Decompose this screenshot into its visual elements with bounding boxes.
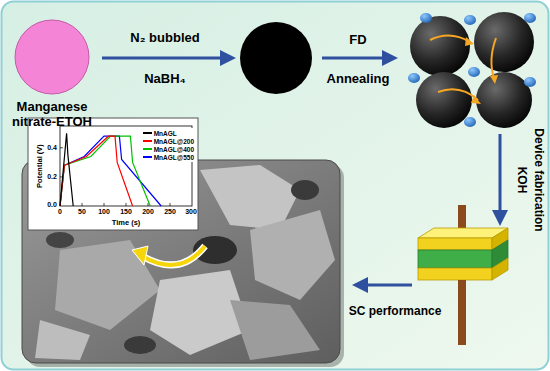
current-collector — [492, 258, 508, 280]
nanodot — [524, 13, 536, 23]
step-label: NaBH₄ — [144, 72, 186, 87]
curve — [60, 136, 150, 206]
tick-label: 100 — [98, 208, 110, 216]
legend-swatch — [143, 156, 152, 158]
curve — [60, 133, 73, 206]
legend-swatch — [143, 148, 152, 150]
curve-arrow — [430, 35, 470, 42]
arrow-head — [492, 210, 508, 226]
legend-swatch — [143, 132, 152, 134]
nanodot — [464, 117, 476, 127]
nanodot — [468, 67, 480, 77]
arrow-line — [499, 134, 502, 212]
sem-particle — [55, 240, 160, 330]
nanodot — [464, 15, 476, 25]
black-particle — [240, 22, 312, 94]
tick-label: 0.4 — [47, 144, 57, 152]
arrow-head — [490, 75, 498, 84]
current-collector — [418, 238, 492, 250]
tick — [82, 203, 83, 206]
tick — [104, 203, 105, 206]
sem-particle — [250, 210, 335, 300]
tick-label: 0.0 — [47, 201, 57, 209]
step-label: FD — [349, 33, 366, 48]
chart-box — [28, 118, 198, 230]
arrow-head — [352, 277, 368, 293]
flow-arrows — [430, 35, 496, 100]
nanodot — [420, 13, 432, 23]
sem-pore — [46, 232, 74, 248]
nanodot — [408, 73, 420, 83]
sphere — [410, 16, 470, 76]
arrow-line — [322, 57, 384, 60]
circle-shape — [15, 20, 89, 94]
legend-entry: MnAGL@550 — [143, 153, 194, 161]
axis-title: Potential (V) — [36, 144, 45, 188]
tick — [148, 203, 149, 206]
curve-arrow — [491, 38, 496, 78]
node-label: Manganese nitrate-ETOH — [2, 100, 102, 130]
legend-swatch — [143, 140, 152, 142]
arrow-line — [102, 57, 222, 60]
arrow-head — [465, 37, 474, 46]
legend-entry: MnAGL@200 — [143, 137, 194, 145]
callout-arrow-outline — [142, 246, 205, 265]
sphere — [474, 12, 534, 72]
sphere — [416, 72, 472, 128]
flow-arrow-heads — [465, 37, 498, 104]
tick-label: 150 — [120, 208, 132, 216]
tick-label: 200 — [142, 208, 154, 216]
callout-arrow-head — [132, 246, 148, 265]
precursor-circle: Manganese nitrate-ETOH — [2, 18, 102, 130]
supercapacitor-device — [418, 205, 508, 345]
tick — [170, 203, 171, 206]
arrow-head — [220, 50, 236, 66]
gcd-chart — [28, 118, 198, 230]
nanodot — [524, 77, 536, 87]
tick-label: 250 — [164, 208, 176, 216]
arrow-line — [366, 284, 412, 287]
tick — [60, 147, 63, 148]
node-text-wrap: Manganese nitrate-ETOH — [2, 18, 102, 130]
step-label: SC performance — [349, 305, 442, 319]
step-label: KOH — [514, 167, 528, 194]
tick-label: 300 — [185, 208, 197, 216]
curve — [60, 136, 133, 206]
current-collector — [418, 268, 492, 280]
legend-text: MnAGL@550 — [154, 154, 194, 161]
curve-arrow — [438, 89, 478, 100]
legend-text: MnAGL@400 — [154, 146, 194, 153]
callout-arrow — [142, 246, 205, 265]
particle-cluster — [408, 12, 536, 128]
legend-entry: MnAGL — [143, 129, 194, 137]
sem-particle — [35, 320, 90, 360]
tick-label: 50 — [78, 208, 86, 216]
step-label: Annealing — [327, 72, 390, 87]
legend-entry: MnAGL@400 — [143, 145, 194, 153]
arrow-head — [471, 95, 481, 104]
step-label: N₂ bubbled — [130, 31, 199, 46]
electrode-rod — [458, 280, 466, 345]
step-label: Device fabrication — [531, 128, 545, 231]
tick — [126, 203, 127, 206]
legend-text: MnAGL — [154, 130, 177, 137]
separator — [418, 250, 492, 268]
legend-text: MnAGL@200 — [154, 138, 194, 145]
sem-pore — [124, 336, 156, 354]
tick-label: 0.2 — [47, 173, 57, 181]
axis-title: Time (s) — [112, 219, 141, 228]
sem-particle — [230, 300, 320, 360]
sem-pore — [291, 180, 319, 200]
chart-legend: MnAGLMnAGL@200MnAGL@400MnAGL@550 — [141, 128, 196, 162]
sphere — [476, 72, 532, 128]
circle-outline — [13, 18, 91, 96]
tick-label: 0 — [58, 208, 62, 216]
arrow-head — [382, 50, 398, 66]
